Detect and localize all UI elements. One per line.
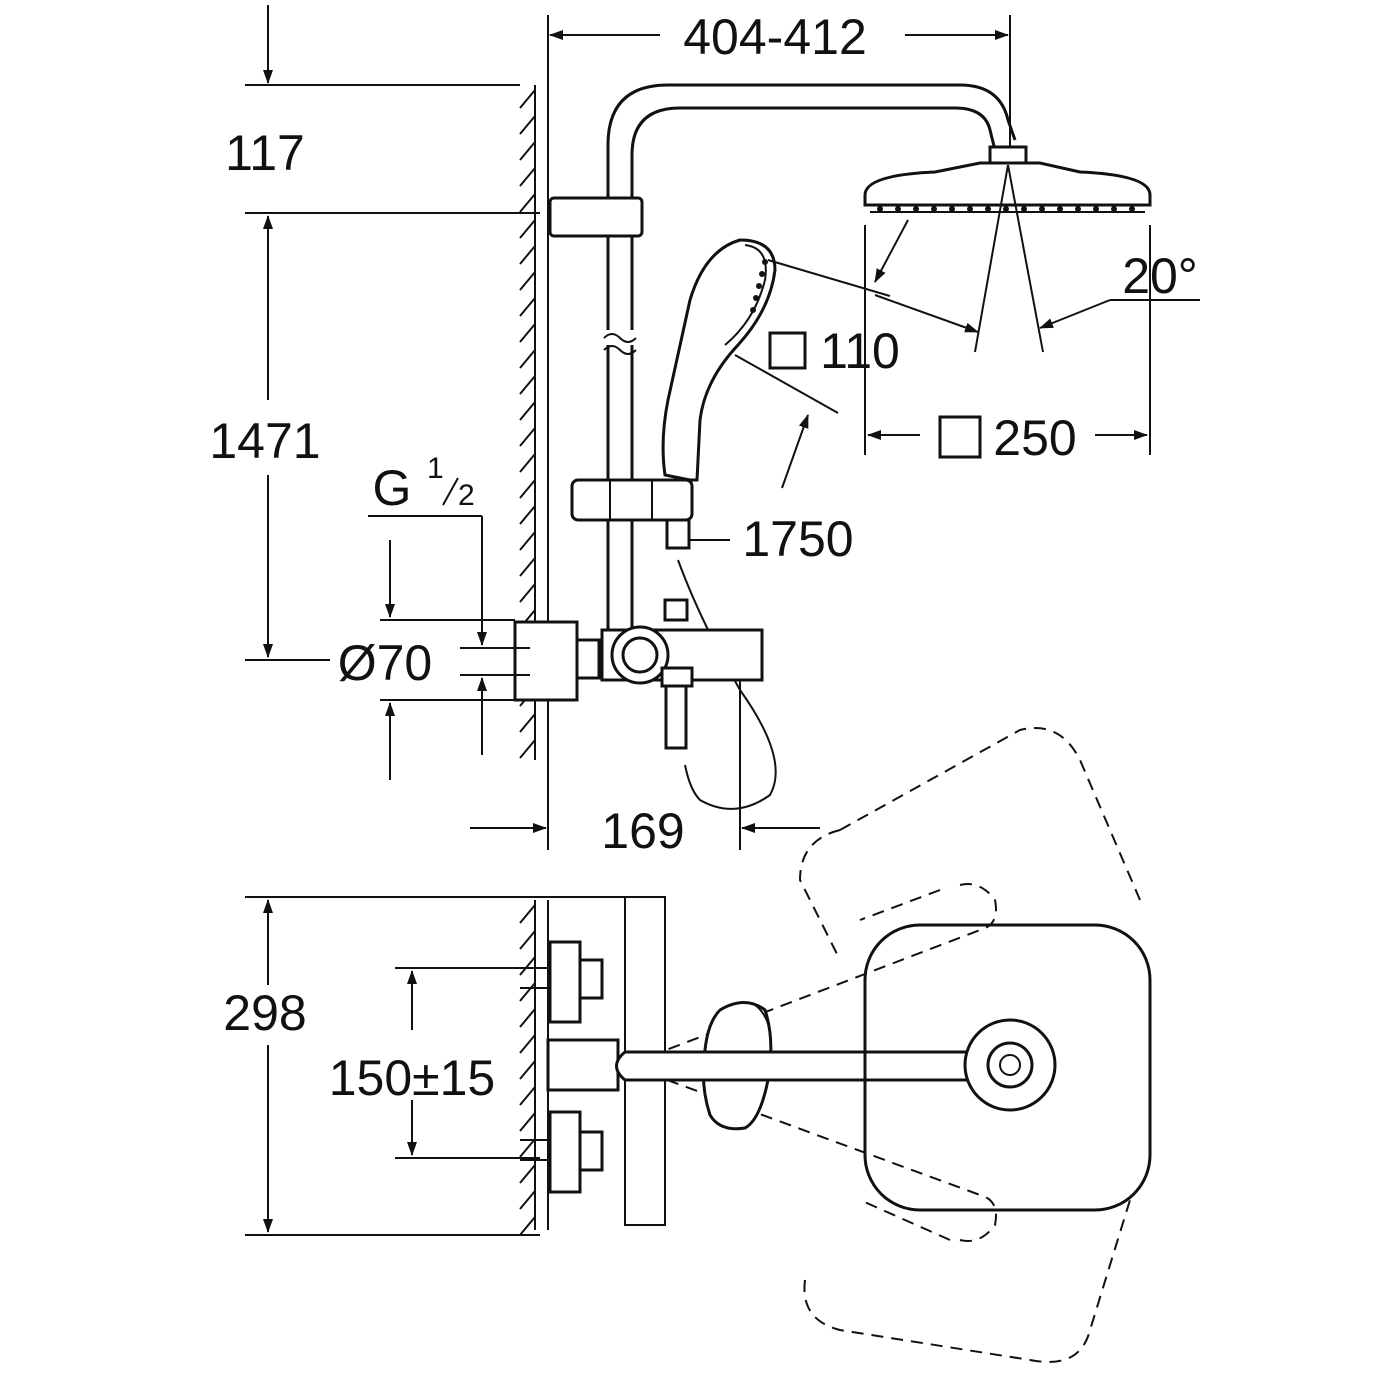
nozzle-dot xyxy=(931,206,937,212)
hatch-line xyxy=(519,1034,536,1054)
nozzle-dot xyxy=(1111,206,1117,212)
plan-wall xyxy=(519,900,549,1236)
hatch-line xyxy=(519,531,536,551)
hatch-line xyxy=(519,349,536,369)
projection-dimension: 169 xyxy=(470,803,820,859)
hatch-line xyxy=(519,982,536,1002)
thread-denominator: 2 xyxy=(458,479,475,512)
nozzle-dot xyxy=(895,206,901,212)
height-dimension: 1471 xyxy=(209,215,330,661)
hatch-line xyxy=(519,1216,536,1236)
nozzle-dot xyxy=(1129,206,1135,212)
hatch-line xyxy=(519,739,536,759)
hatch-line xyxy=(519,193,536,213)
projection-label: 169 xyxy=(601,803,684,859)
hatch-line xyxy=(519,713,536,733)
hatch-line xyxy=(519,904,536,924)
hand-nozzle-dot xyxy=(759,271,765,277)
hatch-line xyxy=(519,1008,536,1028)
hatch-line xyxy=(519,219,536,239)
centers-dimension: 150±15 xyxy=(329,967,540,1159)
width-dimension: 404-412 xyxy=(547,9,1011,150)
hatch-line xyxy=(519,956,536,976)
hatch-line xyxy=(519,1138,536,1158)
hatch-line xyxy=(519,930,536,950)
hatch-line xyxy=(519,1190,536,1210)
thermostat-mixer xyxy=(513,598,764,850)
wall-hatching xyxy=(519,85,549,850)
width-range-label: 404-412 xyxy=(683,9,867,65)
hatch-line xyxy=(519,1060,536,1080)
depth-label: 298 xyxy=(223,985,306,1041)
nozzle-dot xyxy=(1039,206,1045,212)
mixer-body-plan xyxy=(520,896,666,1226)
slider-holder xyxy=(570,478,694,550)
square-symbol-icon xyxy=(768,331,807,370)
nozzle-dot xyxy=(1057,206,1063,212)
head-shower: 20° xyxy=(863,145,1200,353)
hose-length-dimension: 1750 xyxy=(677,511,854,810)
hatch-line xyxy=(519,453,536,473)
hatch-line xyxy=(519,1112,536,1132)
hatch-line xyxy=(519,375,536,395)
hand-shower: 110 xyxy=(661,238,900,489)
hatch-line xyxy=(519,1164,536,1184)
hatch-line xyxy=(519,141,536,161)
hatch-line xyxy=(519,1086,536,1106)
nozzle-dot xyxy=(877,206,883,212)
hand-shower-size-label: 110 xyxy=(820,323,900,379)
hatch-line xyxy=(519,427,536,447)
square-symbol-icon xyxy=(938,415,982,459)
nozzle-dot xyxy=(985,206,991,212)
centers-label: 150±15 xyxy=(329,1050,495,1106)
head-shower-plan xyxy=(863,923,1152,1212)
head-shower-size-dimension: 250 xyxy=(864,225,1151,466)
nozzle-dot xyxy=(1075,206,1081,212)
hand-nozzle-dot xyxy=(756,283,762,289)
diameter-label: Ø70 xyxy=(338,635,433,691)
hatch-line xyxy=(519,297,536,317)
thread-label: G xyxy=(373,460,412,516)
nozzle-dot xyxy=(1093,206,1099,212)
hose-length-label: 1750 xyxy=(742,511,853,567)
hatch-line xyxy=(519,505,536,525)
nozzle-dot xyxy=(913,206,919,212)
front-elevation-view: 404-412 117 1471 xyxy=(209,5,1200,859)
hatch-line xyxy=(519,167,536,187)
hatch-line xyxy=(519,115,536,135)
thread-numerator: 1 xyxy=(427,452,444,485)
top-offset-label: 117 xyxy=(225,125,305,181)
thread-dimension: G 1 2 xyxy=(368,452,530,755)
hatch-line xyxy=(519,323,536,343)
nozzle-dot xyxy=(1003,206,1009,212)
head-shower-size-label: 250 xyxy=(993,410,1076,466)
hatch-line xyxy=(519,271,536,291)
swivel-range-dashed xyxy=(639,727,1141,1363)
depth-dimension: 298 xyxy=(223,896,665,1236)
hatch-line xyxy=(519,89,536,109)
hatch-line xyxy=(519,479,536,499)
hand-nozzle-dot xyxy=(753,295,759,301)
top-offset-dimension: 117 xyxy=(225,5,540,214)
nozzle-dot xyxy=(1021,206,1027,212)
hand-nozzle-dot xyxy=(750,307,756,313)
shower-arm-plan xyxy=(615,1050,1022,1082)
height-label: 1471 xyxy=(209,413,320,469)
nozzle-dot xyxy=(967,206,973,212)
hand-nozzle-dot xyxy=(762,259,768,265)
hatch-line xyxy=(519,583,536,603)
hatch-line xyxy=(519,557,536,577)
plan-view: 298 150±15 xyxy=(223,727,1152,1363)
angle-label: 20° xyxy=(1122,248,1198,304)
diameter-dimension: Ø70 xyxy=(338,540,515,780)
hatch-line xyxy=(519,245,536,265)
nozzle-dot xyxy=(949,206,955,212)
hatch-line xyxy=(519,401,536,421)
